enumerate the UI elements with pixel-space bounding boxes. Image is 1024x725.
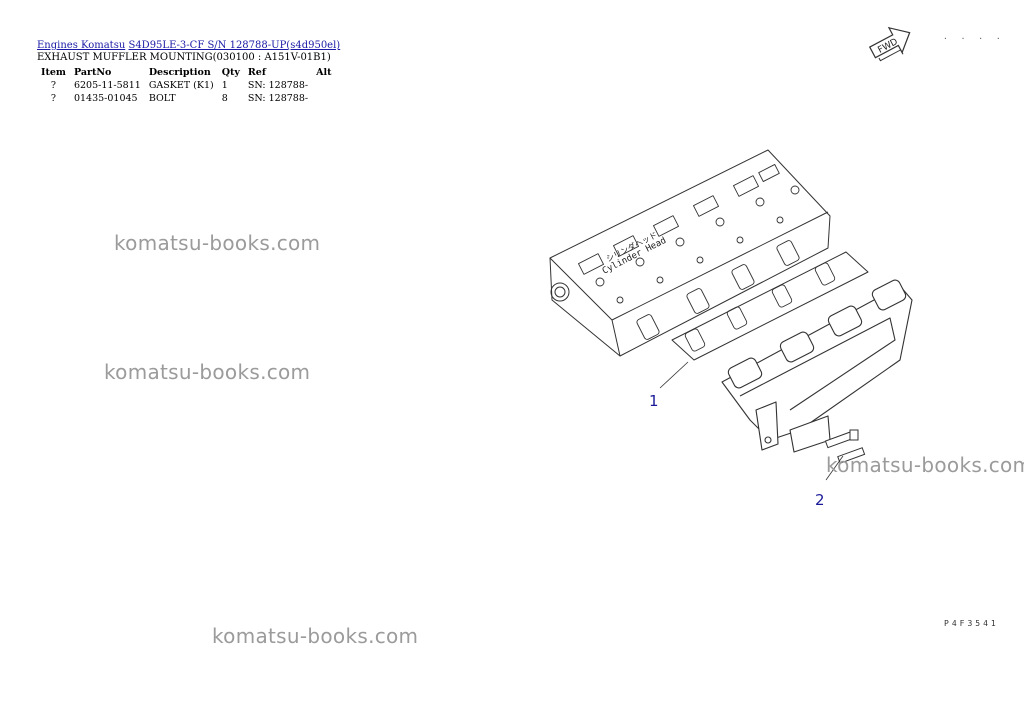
table-row: ? 01435-01045 BOLT 8 SN: 128788- [37,92,335,105]
page-title: EXHAUST MUFFLER MOUNTING(030100 : A151V-… [37,52,331,63]
callout-2-label: 2 [815,491,825,509]
header-ref: Ref [247,67,266,78]
breadcrumb-link-engines[interactable]: Engines Komatsu [37,40,126,51]
watermark-text: komatsu-books.com [826,453,1024,477]
header-part-no: PartNo [73,67,112,78]
exhaust-manifold-drawing [721,279,913,453]
gasket-drawing [671,251,869,361]
header-alt: Alt [316,67,332,78]
header-qty: Qty [221,67,240,78]
cell-item: ? [50,93,57,104]
watermark-text: komatsu-books.com [104,360,311,384]
table-row: ? 6205-11-5811 GASKET (K1) 1 SN: 128788- [37,79,335,92]
breadcrumb-link-model[interactable]: S4D95LE-3-CF S/N 128788-UP(s4d950el) [128,40,341,51]
watermark-text: komatsu-books.com [114,231,321,255]
header-description: Description [148,67,211,78]
cell-qty: 8 [221,93,228,104]
breadcrumb: Engines Komatsu S4D95LE-3-CF S/N 128788-… [37,40,340,51]
cell-qty: 1 [221,80,228,91]
callout-1-label: 1 [649,392,659,410]
fwd-label: FWD [876,37,899,56]
fwd-arrow-icon: FWD [868,26,911,62]
cell-description: BOLT [148,93,176,104]
bolt-drawing [824,429,866,464]
cell-part-no: 01435-01045 [73,93,138,104]
drawing-code: P4F3541 [944,619,999,628]
cell-ref: SN: 128788- [247,80,309,91]
cylinder-head-drawing: シリンダヘッド Cylinder Head [549,149,831,357]
watermark-text: komatsu-books.com [212,624,419,648]
cell-item: ? [50,80,57,91]
table-header-row: Item PartNo Description Qty Ref Alt [37,66,335,79]
header-item: Item [41,67,66,78]
cell-ref: SN: 128788- [247,93,309,104]
corner-dots: · · · · [943,34,1005,43]
cell-part-no: 6205-11-5811 [73,80,141,91]
cell-description: GASKET (K1) [148,80,214,91]
leader-lines [659,361,844,481]
parts-table: Item PartNo Description Qty Ref Alt ? 62… [37,66,335,105]
